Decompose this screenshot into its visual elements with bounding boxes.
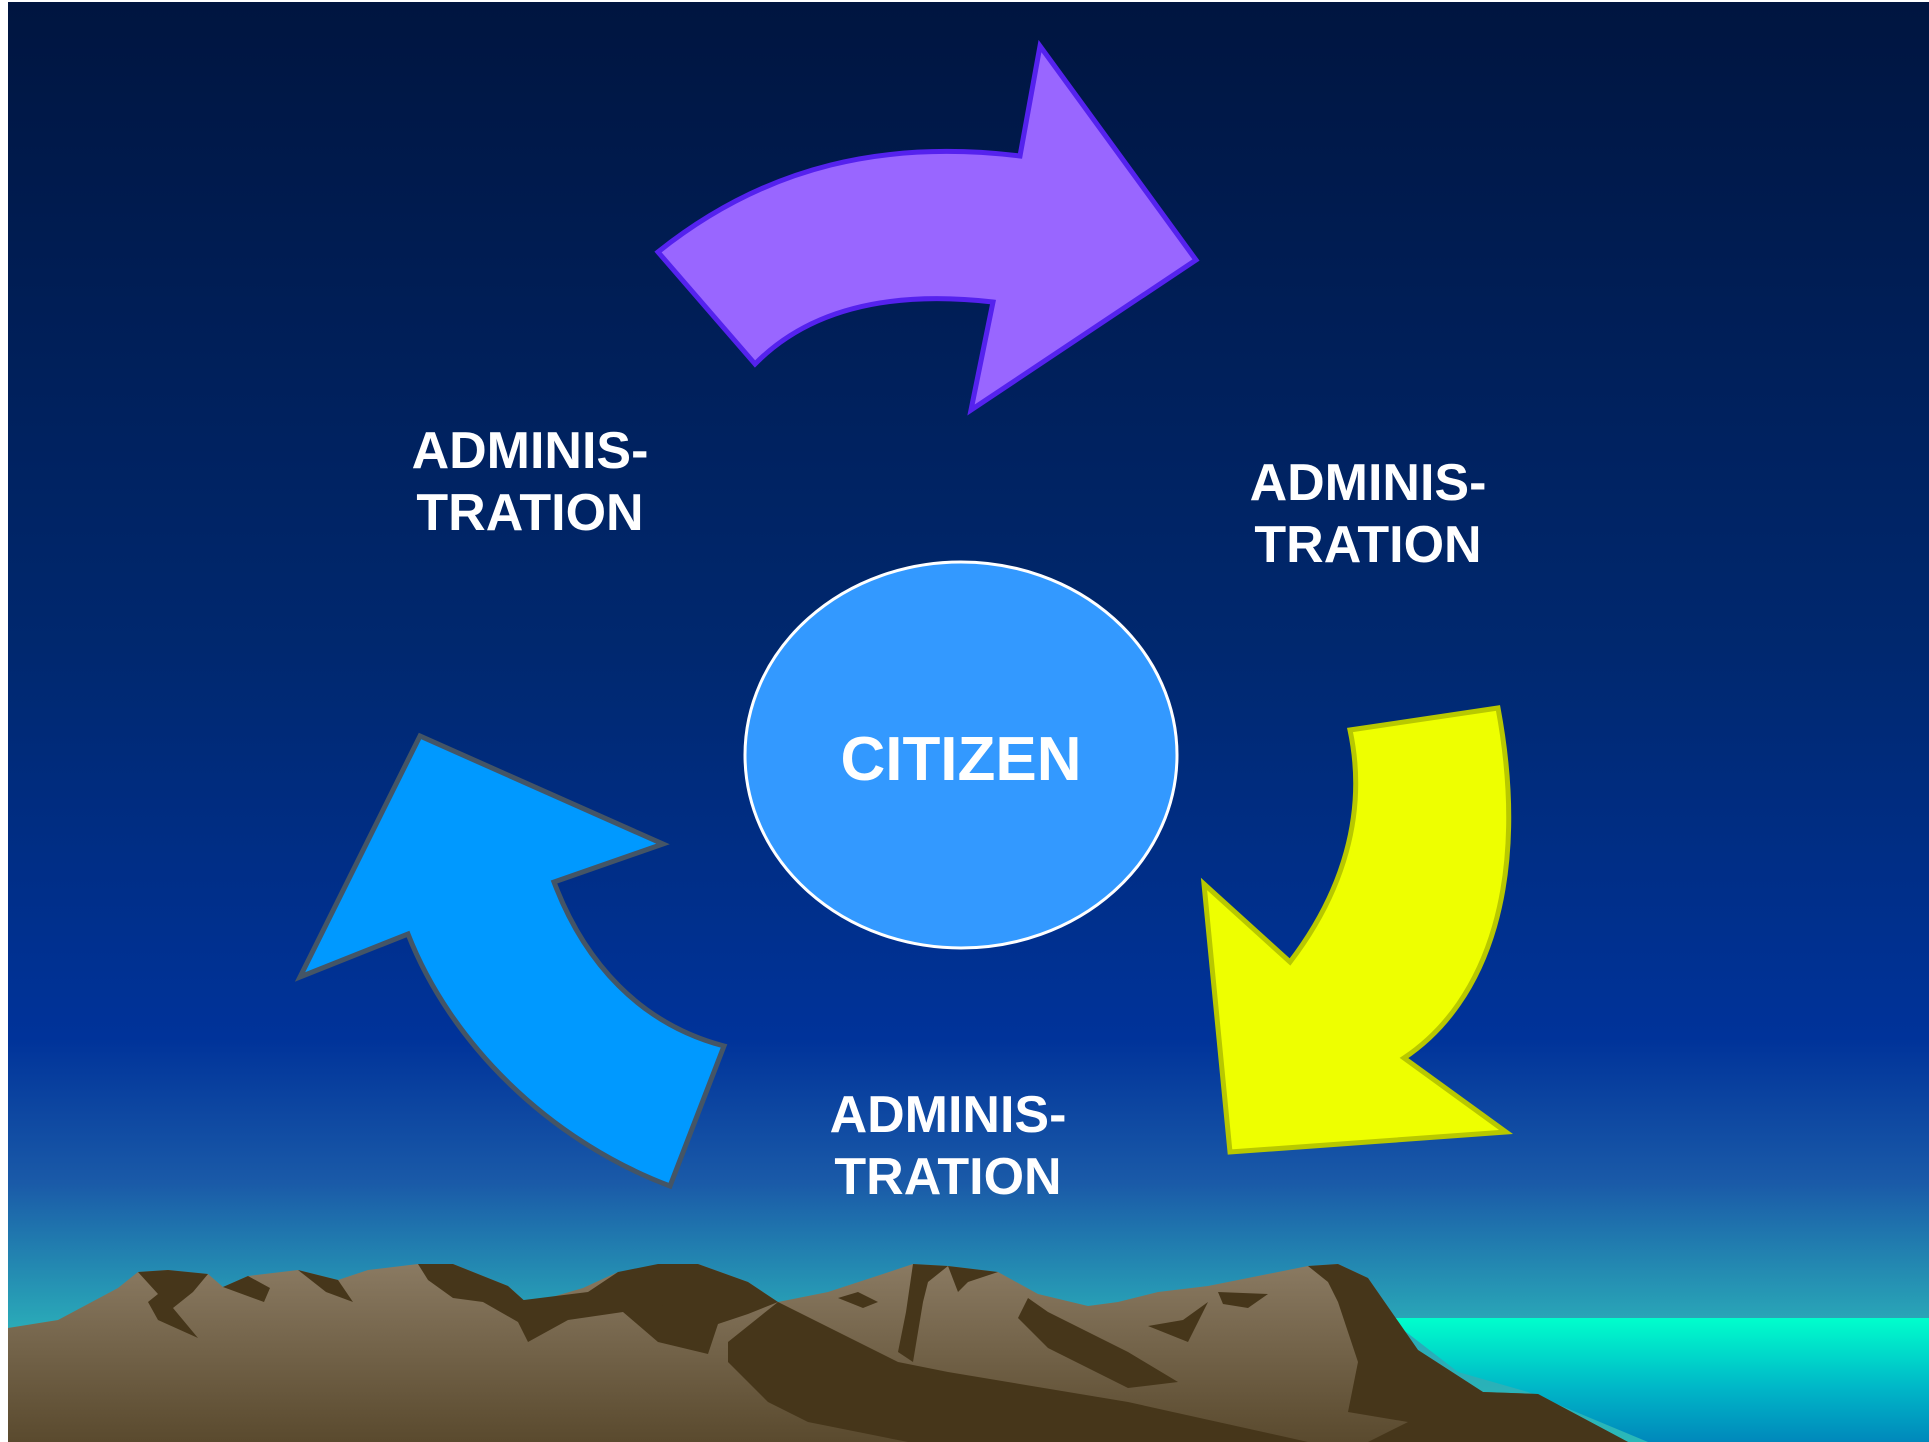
left-curved-arrow: [294, 732, 728, 1190]
right-label-line2: TRATION: [1254, 516, 1481, 574]
bottom-label-line2: TRATION: [834, 1148, 1061, 1206]
top-curved-arrow: [654, 39, 1200, 416]
mountain-range: [8, 1264, 1628, 1442]
left-label-line2: TRATION: [416, 484, 643, 542]
right-curved-arrow: [1200, 705, 1514, 1155]
bottom-label-line1: ADMINIS-: [830, 1086, 1067, 1144]
bottom-administration-label: ADMINIS- TRATION: [830, 1086, 1067, 1206]
right-administration-label: ADMINIS- TRATION: [1250, 454, 1487, 574]
cycle-diagram: CITIZEN ADMINIS- TRATION ADMINIS- TRATIO…: [8, 2, 1929, 1442]
left-label-line1: ADMINIS-: [412, 422, 649, 480]
center-label: CITIZEN: [840, 725, 1081, 794]
right-label-line1: ADMINIS-: [1250, 454, 1487, 512]
sea: [1388, 1318, 1929, 1442]
citizen-circle: [743, 560, 1179, 950]
left-administration-label: ADMINIS- TRATION: [412, 422, 649, 542]
slide: CITIZEN ADMINIS- TRATION ADMINIS- TRATIO…: [8, 2, 1929, 1442]
